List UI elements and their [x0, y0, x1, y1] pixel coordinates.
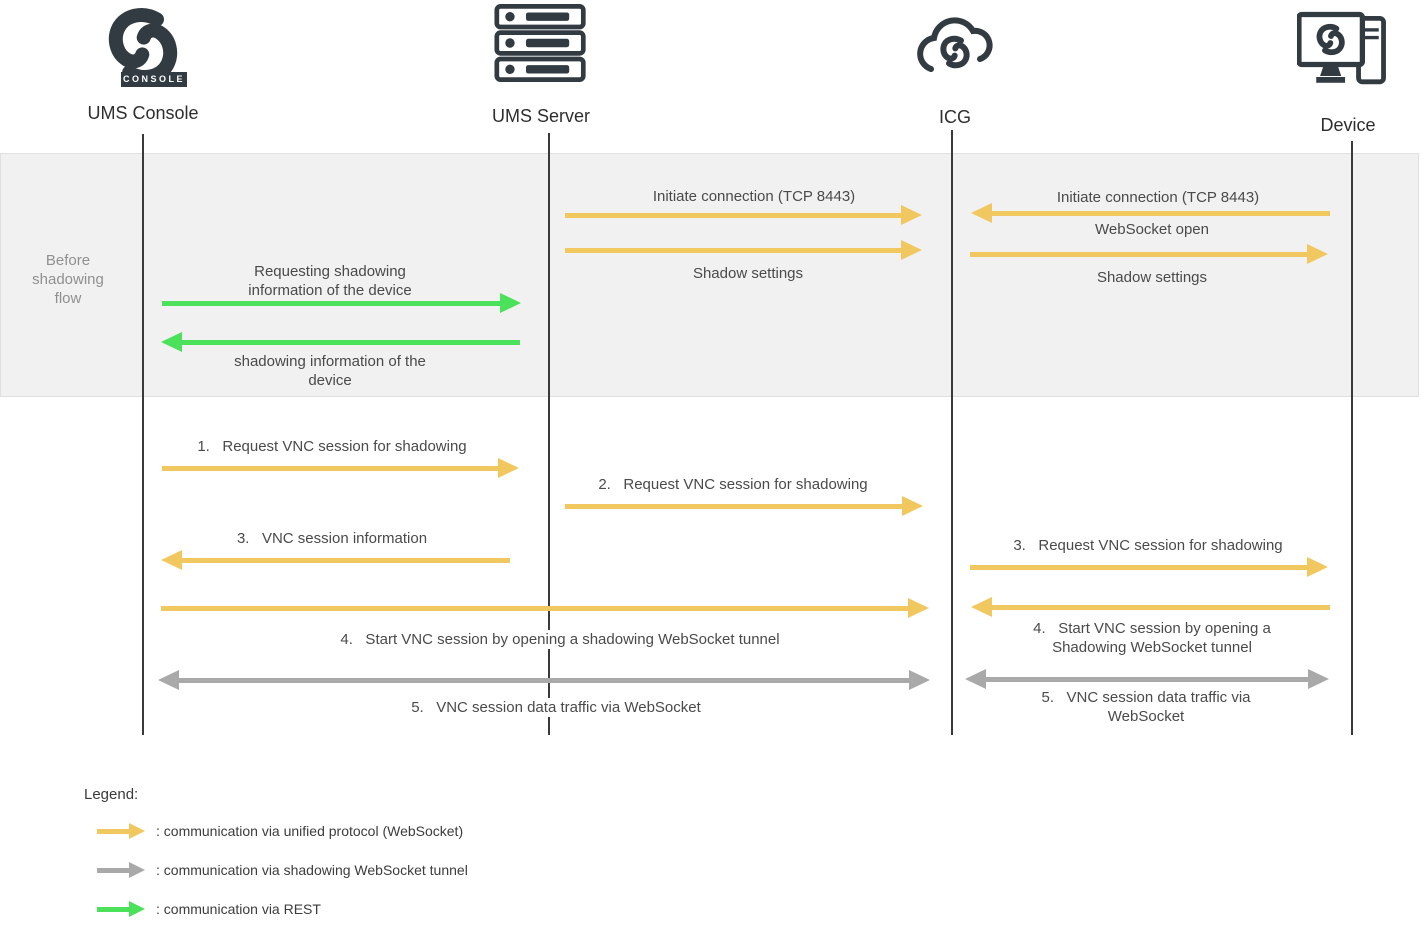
console-badge: CONSOLE: [121, 72, 187, 87]
server-rack-icon: [494, 3, 588, 88]
msg-step4-start-vnc-console-icg: 4. Start VNC session by opening a shadow…: [337, 630, 783, 649]
actor-label-ums-console: UMS Console: [87, 103, 199, 123]
actor-label-ums-server: UMS Server: [491, 106, 591, 126]
msg-step1-request-vnc: 1. Request VNC session for shadowing: [197, 438, 467, 455]
legend-rest: : communication via REST: [97, 898, 321, 920]
msg-shadow-settings-icg-device: Shadow settings: [1096, 269, 1208, 286]
tunnel-arrow-icon: [97, 859, 147, 881]
msg-websocket-open: WebSocket open: [1095, 221, 1209, 238]
device-monitor-icon: [1296, 10, 1397, 99]
msg-shadowing-info-response: shadowing information of the device: [234, 353, 426, 389]
msg-step4-start-vnc-device-icg: 4. Start VNC session by opening a Shadow…: [1033, 620, 1271, 656]
unified-arrow-icon: [97, 820, 147, 842]
actor-label-icg: ICG: [938, 107, 972, 127]
msg-initiate-connection-server-icg: Initiate connection (TCP 8443): [652, 188, 856, 205]
legend-tunnel: : communication via shadowing WebSocket …: [97, 859, 468, 881]
msg-initiate-connection-device-icg: Initiate connection (TCP 8443): [1056, 189, 1260, 206]
msg-step5-vnc-data-console-icg: 5. VNC session data traffic via WebSocke…: [408, 698, 704, 717]
before-shadowing-label: Before shadowing flow: [32, 252, 104, 307]
legend-item-label: : communication via shadowing WebSocket …: [156, 862, 468, 878]
msg-shadow-settings-server-icg: Shadow settings: [692, 265, 804, 282]
msg-requesting-shadowing-info: Requesting shadowing information of the …: [248, 263, 412, 299]
lifeline-ums-server: [548, 133, 550, 735]
legend-item-label: : communication via unified protocol (We…: [156, 823, 464, 839]
legend-unified: : communication via unified protocol (We…: [97, 820, 463, 842]
msg-step3-vnc-session-info: 3. VNC session information: [236, 530, 428, 547]
rest-arrow-icon: [97, 898, 147, 920]
icg-cloud-icon: [909, 4, 1001, 91]
lifeline-device: [1351, 141, 1353, 735]
legend-title: Legend:: [84, 786, 139, 803]
actor-label-device: Device: [1320, 115, 1376, 135]
msg-step3-request-vnc-icg-device: 3. Request VNC session for shadowing: [1013, 537, 1283, 554]
legend-item-label: : communication via REST: [156, 901, 321, 917]
before-shadowing-band: [0, 153, 1419, 397]
lifeline-icg: [951, 130, 953, 735]
msg-step5-vnc-data-icg-device: 5. VNC session data traffic via WebSocke…: [1041, 689, 1251, 725]
lifeline-ums-console: [142, 134, 144, 735]
msg-step2-request-vnc: 2. Request VNC session for shadowing: [598, 476, 868, 493]
